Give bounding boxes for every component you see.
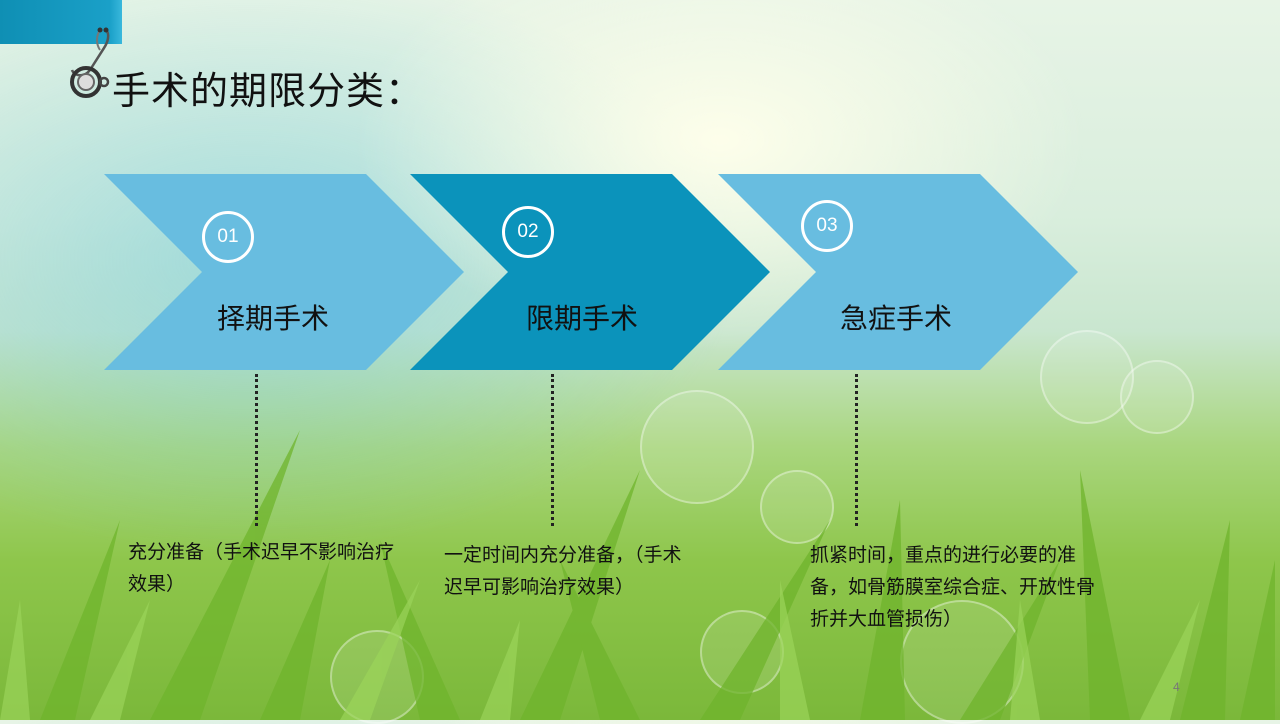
page-number: 4 (1173, 680, 1180, 694)
chevron-shape (104, 174, 464, 370)
step-number-badge: 01 (202, 211, 254, 263)
dotted-connector (255, 374, 258, 526)
chevron-shape (718, 174, 1078, 370)
header-accent-bar (0, 0, 122, 44)
step-number-badge: 02 (502, 206, 554, 258)
step-description: 抓紧时间，重点的进行必要的准备，如骨筋膜室综合症、开放性骨折并大血管损伤） (810, 544, 1096, 630)
stethoscope-icon (70, 27, 110, 98)
step-number-badge: 03 (801, 200, 853, 252)
dotted-connector (551, 374, 554, 526)
step-label: 择期手术 (217, 302, 330, 335)
chevron-shape (410, 174, 770, 370)
step-label: 急症手术 (840, 302, 953, 335)
dotted-connector (855, 374, 858, 526)
step-description: 一定时间内充分准备，（手术迟早可影响治疗效果） (444, 544, 682, 598)
step-label: 限期手术 (526, 302, 639, 335)
slide-title: 手术的期限分类： (112, 69, 425, 113)
step-description: 充分准备（手术迟早不影响治疗效果） (128, 541, 395, 595)
